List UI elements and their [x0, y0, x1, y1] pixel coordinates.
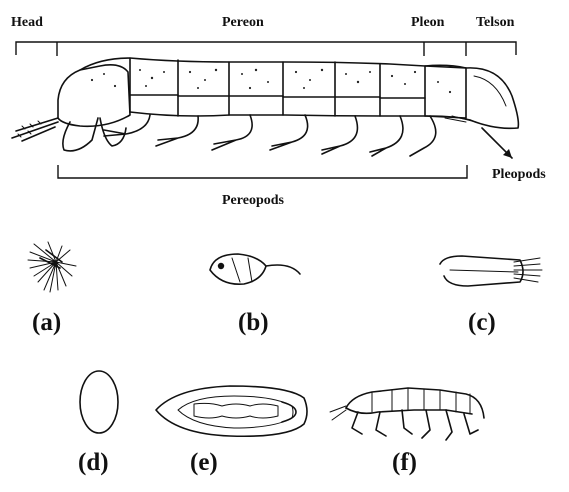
- label-telson: Telson: [476, 15, 515, 30]
- label-pereopods: Pereopods: [222, 193, 285, 208]
- pereopods-bracket: [58, 165, 467, 178]
- panel-label-a: (a): [32, 309, 61, 336]
- top-bracket-line: [16, 42, 516, 55]
- panel-e-illustration: [156, 386, 307, 436]
- head-capsule: [58, 65, 130, 126]
- pereopod-legs: [104, 115, 436, 156]
- panel-b-illustration: [210, 254, 300, 284]
- label-head: Head: [11, 15, 43, 30]
- telson-shape: [466, 68, 518, 128]
- telson-inner-line: [474, 76, 506, 106]
- pleon-segment: [425, 66, 466, 118]
- label-pleon: Pleon: [411, 15, 445, 30]
- panel-d-egg: [80, 371, 118, 433]
- label-pereon: Pereon: [222, 15, 264, 30]
- panel-f-illustration: [330, 388, 484, 440]
- panel-label-d: (d): [78, 449, 109, 476]
- panel-a-illustration: [28, 242, 76, 292]
- panel-label-c: (c): [468, 309, 496, 336]
- segment-brackets: [16, 42, 516, 56]
- antennae: [12, 118, 58, 141]
- panel-c-illustration: [440, 256, 542, 286]
- label-pleopods: Pleopods: [492, 167, 546, 182]
- dorsal-outline: [80, 58, 466, 70]
- panel-label-f: (f): [392, 449, 417, 476]
- pereon-segment-dividers: [130, 58, 425, 116]
- amphipod-body-illustration: [12, 58, 518, 156]
- gnathopod-1: [63, 118, 98, 151]
- panel-label-e: (e): [190, 449, 218, 476]
- segment-speckles: [91, 69, 451, 93]
- ventral-outline: [130, 112, 470, 120]
- panel-label-b: (b): [238, 309, 269, 336]
